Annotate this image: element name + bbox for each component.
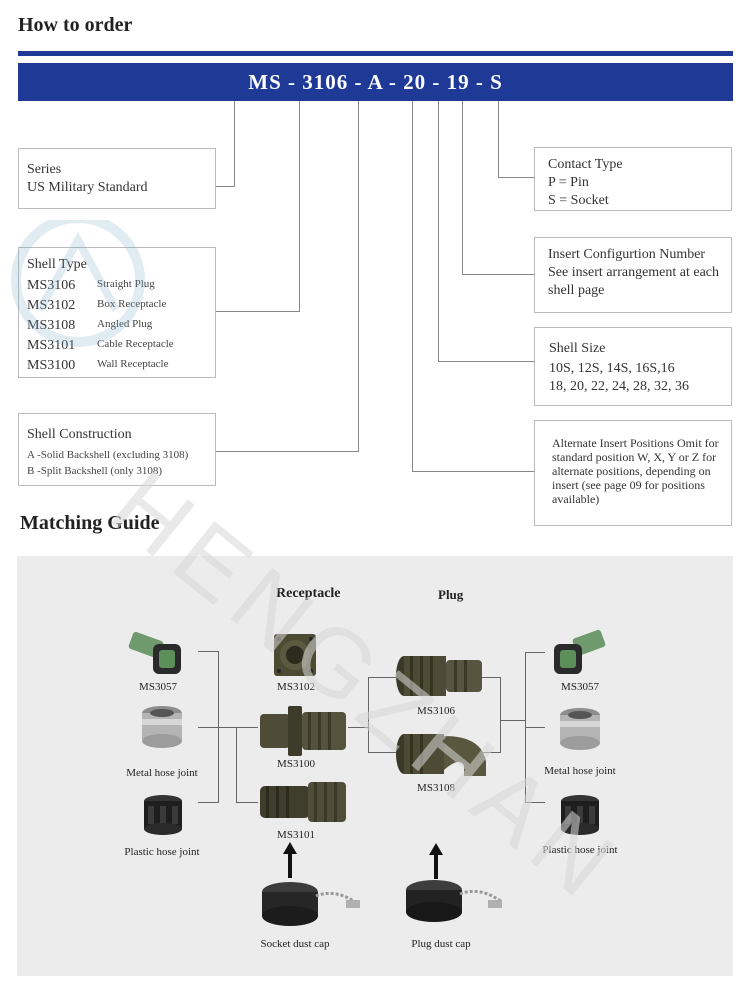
shell-type-desc: Wall Receptacle [97,358,169,370]
ms3106-straight-plug-image [396,656,482,696]
ms3108-angled-plug-image [396,734,486,776]
plug-dust-cap-image [406,880,503,922]
insert-config-title: Insert Configurtion Number [548,247,706,262]
shell-type-title: Shell Type [27,257,87,272]
metal-hose-joint-left-image [142,706,182,748]
plastic-hose-joint-left-image [144,795,182,835]
shell-type-desc: Straight Plug [97,278,155,290]
shell-type-code: MS3100 [27,358,76,373]
shell-type-row: MS3108 Angled Plug [27,317,215,337]
shell-type-desc: Angled Plug [97,318,153,330]
ms3057-left-label: MS3057 [139,681,177,693]
plastic-hose-left-label: Plastic hose joint [124,846,200,858]
shell-construction-title: Shell Construction [27,427,132,442]
plastic-hose-joint-right-image [561,795,599,835]
shell-type-code: MS3106 [27,278,76,293]
metal-hose-left-label: Metal hose joint [126,767,198,779]
title-rule [18,51,733,56]
ms3100-wall-receptacle-image [260,706,346,756]
shell-type-row: MS3101 Cable Receptacle [27,337,215,357]
ms3101-cable-receptacle-image [260,782,346,822]
ms3100-label: MS3100 [277,758,315,770]
arrow-up-icon [429,843,443,879]
plug-dust-cap-label: Plug dust cap [411,938,471,950]
insert-config-line1: See insert arrangement at each [548,265,720,280]
alternate-line1: Alternate Insert Positions Omit for [552,436,719,450]
ms3108-label: MS3108 [417,782,455,794]
shell-type-row: MS3106 Straight Plug [27,277,215,297]
ms3057-clamp-left-image [128,631,181,674]
metal-hose-right-label: Metal hose joint [544,765,616,777]
metal-hose-joint-right-image [560,708,600,750]
ms3101-label: MS3101 [277,829,315,841]
shell-type-row: MS3100 Wall Receptacle [27,357,215,377]
alternate-line3: alternate positions, depending on [552,464,711,478]
how-to-order-title: How to order [18,14,133,36]
shell-type-code: MS3102 [27,298,76,313]
part-number-code: MS - 3106 - A - 20 - 19 - S [18,63,733,101]
shell-type-code: MS3101 [27,338,76,353]
receptacle-heading: Receptacle [276,586,341,601]
plug-heading: Plug [438,587,464,602]
contact-type-box: Contact Type P = Pin S = Socket [534,147,732,211]
insert-config-line2: shell page [548,283,605,298]
shell-construction-a: A -Solid Backshell (excluding 3108) [27,449,189,461]
alternate-insert-box: Alternate Insert Positions Omit for stan… [534,420,732,526]
hengzhan-watermark [11,220,145,347]
ms3106-label: MS3106 [417,705,455,717]
series-value: US Military Standard [27,180,148,195]
contact-type-pin: P = Pin [548,175,589,190]
ms3102-label: MS3102 [277,681,315,693]
shell-type-desc: Box Receptacle [97,298,167,310]
arrow-up-icon [283,842,297,878]
alternate-line2: standard position W, X, Y or Z for [552,450,717,464]
series-title: Series [27,162,62,177]
matching-guide-panel [17,556,733,976]
shell-construction-box: Shell Construction A -Solid Backshell (e… [18,413,216,486]
shell-size-line2: 18, 20, 22, 24, 28, 32, 36 [549,379,689,394]
shell-type-desc: Cable Receptacle [97,338,174,350]
ms3102-box-receptacle-image [274,634,316,676]
plastic-hose-right-label: Plastic hose joint [542,844,618,856]
shell-size-box: Shell Size 10S, 12S, 14S, 16S,16 18, 20,… [534,327,732,406]
shell-construction-b: B -Split Backshell (only 3108) [27,465,163,477]
shell-type-box: Shell Type MS3106 Straight Plug MS3102 B… [18,247,216,378]
shell-type-row: MS3102 Box Receptacle [27,297,215,317]
matching-guide-title: Matching Guide [20,512,160,534]
alternate-line4: insert (see page 09 for positions [552,478,705,492]
insert-config-box: Insert Configurtion Number See insert ar… [534,237,732,313]
alternate-line5: available) [552,492,600,506]
shell-size-title: Shell Size [549,341,606,356]
shell-type-code: MS3108 [27,318,76,333]
socket-dust-cap-image [262,882,360,926]
contact-type-title: Contact Type [548,157,623,172]
socket-dust-cap-label: Socket dust cap [260,938,330,950]
ms3057-right-label: MS3057 [561,681,599,693]
ms3057-clamp-right-image [554,629,606,674]
series-box: Series US Military Standard [18,148,216,209]
shell-size-line1: 10S, 12S, 14S, 16S,16 [549,361,675,376]
contact-type-socket: S = Socket [548,193,609,208]
